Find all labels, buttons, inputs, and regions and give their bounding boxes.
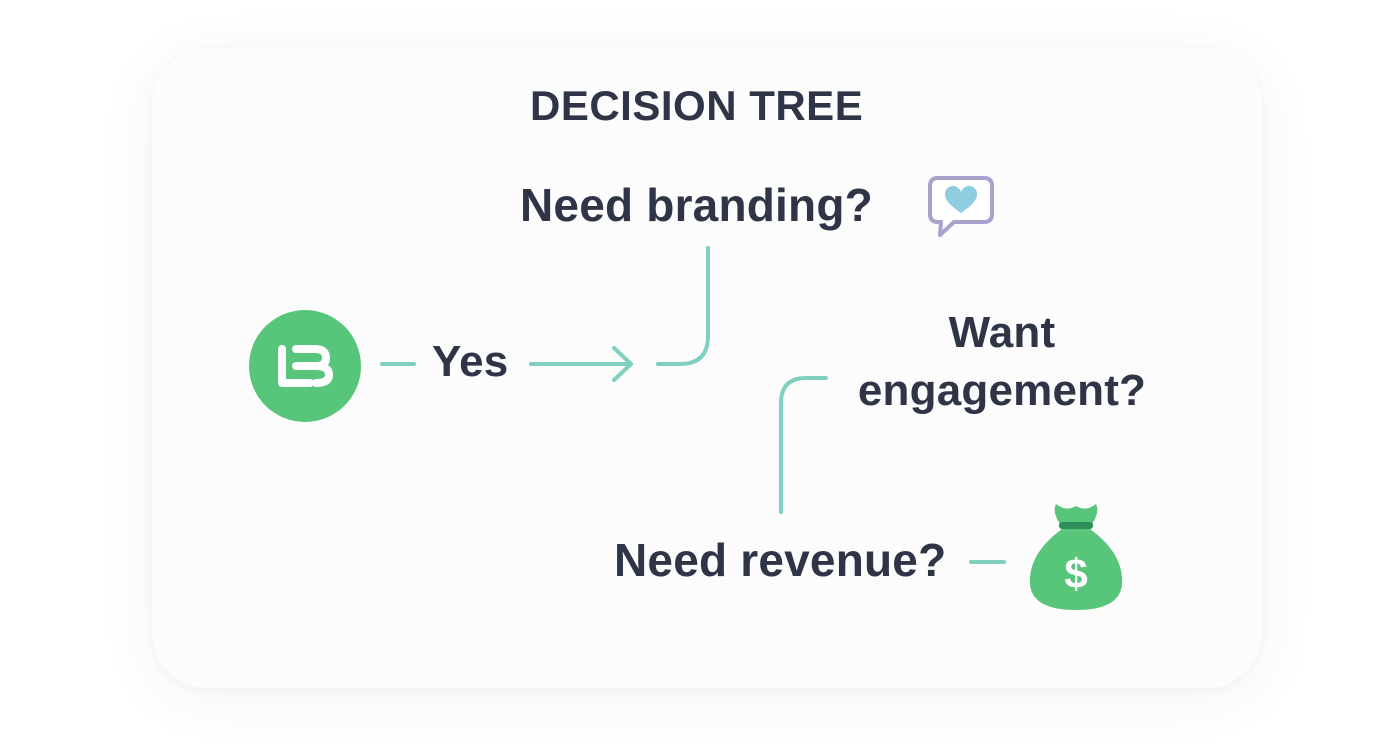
yes-label: Yes <box>432 337 509 386</box>
connector-yes-arrow-head <box>612 346 633 382</box>
svg-text:$: $ <box>1064 550 1087 597</box>
diagram-title: DECISION TREE <box>530 82 864 129</box>
engagement-question: Want engagement? <box>857 308 1147 415</box>
branding-question: Need branding? <box>520 179 873 231</box>
revenue-question: Need revenue? <box>614 534 947 586</box>
heart-speech-bubble-icon <box>928 176 994 237</box>
logo-badge-icon <box>249 310 361 422</box>
money-bag-icon: $ <box>1029 504 1123 610</box>
connector-engagement-to-revenue <box>779 376 828 514</box>
connector-yes-to-branding <box>656 246 710 366</box>
